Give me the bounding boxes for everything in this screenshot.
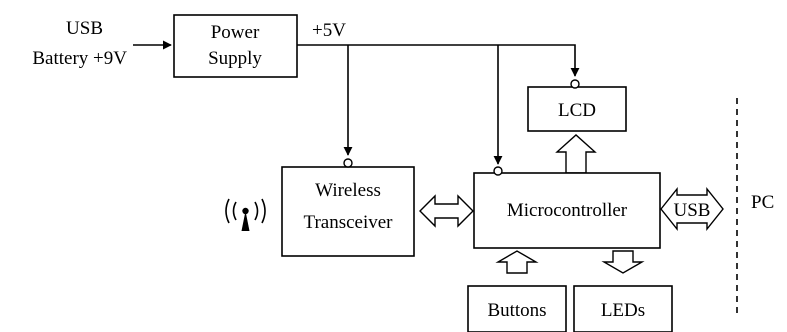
buttons-block: [467, 285, 567, 332]
pc-label: PC: [751, 192, 774, 213]
buttons-label: Buttons: [487, 300, 546, 321]
buttons-to-mcu-arrow: [495, 250, 539, 274]
microcontroller-label: Microcontroller: [507, 200, 628, 221]
microcontroller-block: [473, 172, 661, 249]
mcu-power-pin: [493, 166, 503, 176]
usb-port-label: USB: [674, 200, 711, 221]
rail-label: +5V: [312, 20, 346, 41]
leds-label: LEDs: [601, 300, 645, 321]
power-supply-label-line2: Supply: [208, 48, 262, 69]
battery-input-label: Battery +9V: [32, 48, 127, 69]
leds-block: [573, 285, 673, 332]
mcu-to-lcd-arrow: [555, 134, 597, 174]
mcu-to-leds-arrow: [601, 250, 645, 274]
usb-bidirectional-arrow: [660, 187, 724, 231]
wireless-label-line2: Transceiver: [304, 212, 394, 233]
lcd-power-pin: [570, 79, 580, 89]
antenna-icon: [225, 198, 266, 231]
lcd-label: LCD: [558, 100, 596, 121]
wireless-transceiver-block: [281, 166, 415, 257]
rail-to-lcd-wire: [297, 44, 580, 77]
wireless-power-pin: [343, 158, 353, 168]
power-supply-label-line1: Power: [211, 22, 260, 43]
wireless-mcu-bidirectional-arrow: [419, 194, 474, 228]
power-supply-block: [173, 14, 298, 78]
usb-input-label: USB: [66, 18, 103, 39]
wireless-label-line1: Wireless: [315, 180, 381, 201]
